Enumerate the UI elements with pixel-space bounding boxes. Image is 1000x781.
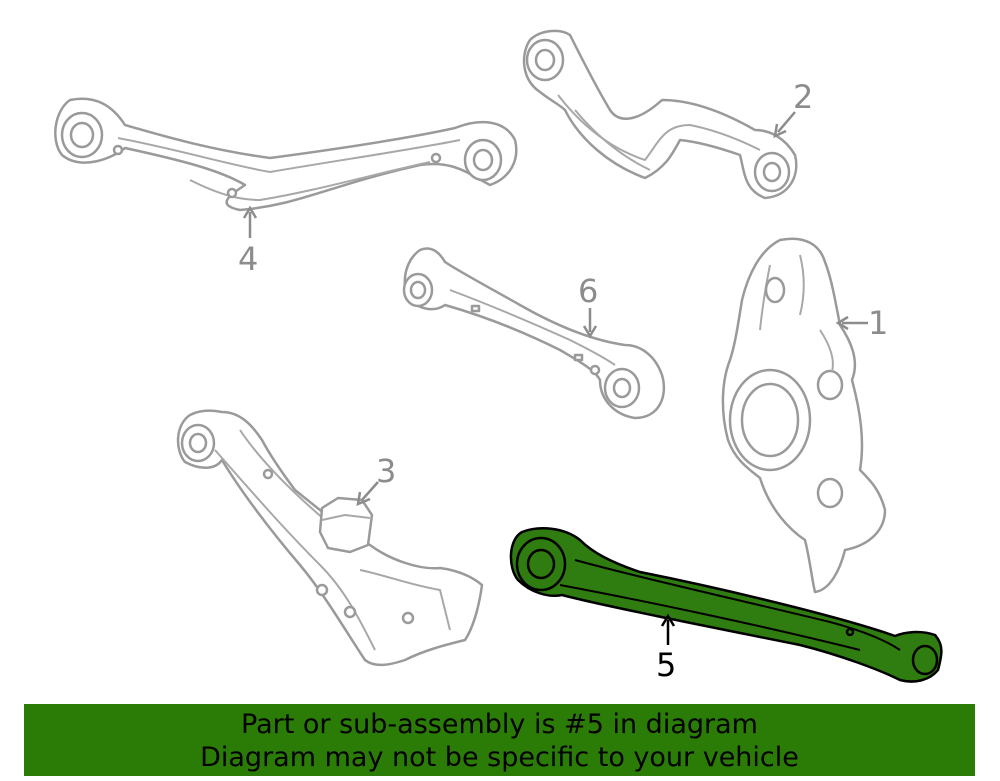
callout-1: 1	[868, 304, 888, 342]
banner-line-1: Part or sub-assembly is #5 in diagram	[241, 709, 758, 740]
part-3-control-arm[interactable]	[176, 409, 484, 667]
banner-line-2: Diagram may not be specific to your vehi…	[200, 742, 799, 773]
leader-3	[361, 481, 379, 501]
part-1-knuckle[interactable]	[721, 237, 887, 594]
callout-6: 6	[578, 272, 598, 310]
part-4-control-arm[interactable]	[54, 97, 518, 212]
part-6-control-arm[interactable]	[402, 247, 666, 420]
parts-diagram: 4 2 6 1	[54, 29, 943, 684]
part-2-control-arm[interactable]	[522, 29, 798, 200]
part-5-trailing-link[interactable]	[509, 527, 943, 683]
arrow-4	[242, 205, 258, 219]
arrow-6	[582, 325, 598, 339]
arrow-1	[835, 315, 849, 331]
arrow-2	[773, 123, 787, 139]
callout-2: 2	[793, 78, 813, 116]
callout-5: 5	[656, 646, 676, 684]
arrow-5	[660, 613, 676, 627]
leader-2	[777, 111, 796, 133]
arrow-3	[356, 491, 371, 507]
callout-4: 4	[238, 240, 258, 278]
callout-3: 3	[376, 452, 396, 490]
notice-banner: Part or sub-assembly is #5 in diagram Di…	[24, 704, 975, 776]
